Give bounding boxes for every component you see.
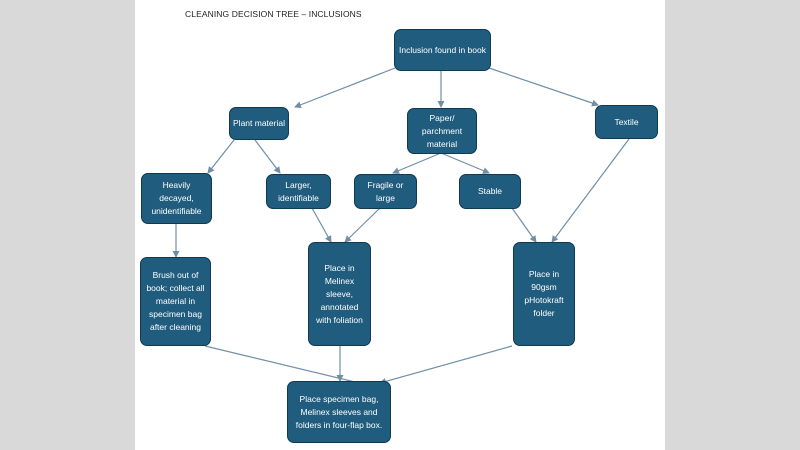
node-brush-out-label: Brush out of book; collect all material … bbox=[146, 270, 205, 332]
node-plant-material-label: Plant material bbox=[233, 118, 285, 128]
edge-plant-heavily bbox=[207, 139, 235, 174]
node-four-flap-box-label: Place specimen bag, Melinex sleeves and … bbox=[295, 393, 383, 430]
edge-inclusion-textile bbox=[488, 67, 599, 107]
node-hotokraft-folder[interactable]: Place in 90gsm pHotokraft folder bbox=[513, 242, 575, 346]
edge-stable-hotokraft bbox=[511, 207, 537, 243]
node-melinex-sleeve[interactable]: Place in Melinex sleeve, annotated with … bbox=[308, 242, 371, 346]
node-paper-parchment[interactable]: Paper/ parchment material bbox=[407, 108, 477, 154]
node-larger-identifiable[interactable]: Larger, identifiable bbox=[266, 174, 331, 209]
edge-paper-fragile bbox=[392, 152, 442, 174]
node-paper-parchment-label: Paper/ parchment material bbox=[421, 112, 463, 149]
edge-hotokraft-box bbox=[379, 345, 513, 385]
edge-fragile-melinex bbox=[344, 207, 381, 243]
node-inclusion-found-label: Inclusion found in book bbox=[399, 44, 486, 55]
node-melinex-sleeve-label: Place in Melinex sleeve, annotated with … bbox=[316, 262, 363, 325]
edge-textile-hotokraft bbox=[551, 138, 630, 243]
node-inclusion-found[interactable]: Inclusion found in book bbox=[394, 29, 491, 71]
diagram-title: CLEANING DECISION TREE – INCLUSIONS bbox=[185, 9, 362, 19]
node-textile-label: Textile bbox=[614, 116, 639, 127]
node-fragile-or-large-label: Fragile or large bbox=[367, 179, 404, 203]
node-brush-out[interactable]: Brush out of book; collect all material … bbox=[140, 257, 211, 346]
node-larger-identifiable-label: Larger, identifiable bbox=[278, 179, 319, 203]
edge-inclusion-plant bbox=[294, 67, 396, 109]
edge-larger-melinex bbox=[311, 207, 332, 243]
slide: CLEANING DECISION TREE – INCLUSIONS I bbox=[135, 0, 665, 450]
node-plant-material[interactable]: Plant material bbox=[229, 107, 289, 140]
edge-paper-stable bbox=[440, 152, 490, 174]
node-stable[interactable]: Stable bbox=[459, 174, 521, 209]
node-hotokraft-folder-label: Place in 90gsm pHotokraft folder bbox=[524, 269, 564, 318]
node-stable-label: Stable bbox=[477, 186, 503, 196]
node-textile[interactable]: Textile bbox=[595, 105, 658, 139]
node-four-flap-box[interactable]: Place specimen bag, Melinex sleeves and … bbox=[287, 381, 391, 443]
node-fragile-or-large[interactable]: Fragile or large bbox=[354, 174, 417, 209]
edge-plant-larger bbox=[254, 139, 281, 174]
node-heavily-decayed-label: Heavily decayed, unidentifiable bbox=[151, 180, 202, 216]
node-heavily-decayed[interactable]: Heavily decayed, unidentifiable bbox=[141, 173, 212, 224]
